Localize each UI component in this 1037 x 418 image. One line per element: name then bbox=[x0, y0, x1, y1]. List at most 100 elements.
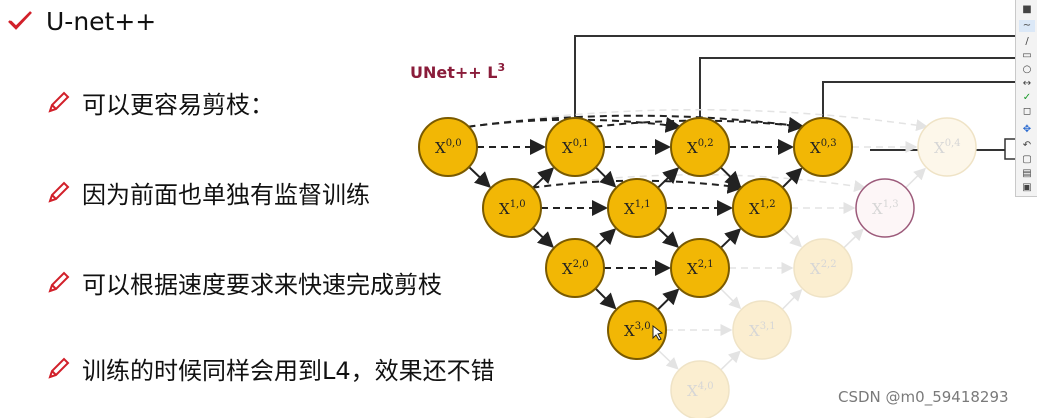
node-label: X3,1 bbox=[749, 321, 776, 340]
inactive-edge bbox=[782, 227, 802, 248]
node-circle bbox=[607, 178, 667, 238]
node-x22: X2,2 bbox=[793, 238, 853, 298]
node-label: X3,0 bbox=[624, 321, 651, 340]
node-x31: X3,1 bbox=[732, 300, 792, 360]
toolbar-icon[interactable]: ▢ bbox=[1022, 154, 1032, 165]
node-circle bbox=[732, 300, 792, 360]
toolbar-icon[interactable]: ◻ bbox=[1022, 106, 1032, 117]
upsample-edge bbox=[720, 228, 742, 249]
toolbar-icon[interactable]: ✥ bbox=[1022, 124, 1032, 135]
inactive-edge bbox=[905, 167, 926, 189]
node-circle bbox=[545, 238, 605, 298]
toolbar-icon[interactable]: ○ bbox=[1022, 64, 1032, 75]
toolbar-icon[interactable]: ■ bbox=[1022, 4, 1032, 15]
node-x01: X0,1 bbox=[545, 117, 605, 177]
node-circle bbox=[732, 178, 792, 238]
node-circle bbox=[670, 117, 730, 177]
downsample-edge bbox=[532, 227, 554, 249]
slide-title: U-net++ bbox=[46, 6, 157, 36]
toolbar-icon[interactable]: ↶ bbox=[1022, 140, 1032, 151]
downsample-edge bbox=[719, 166, 742, 188]
downsample-edge bbox=[657, 227, 679, 249]
title-row: U-net++ bbox=[6, 4, 156, 38]
node-label: X2,0 bbox=[562, 259, 589, 278]
toolbar-icon[interactable]: ✓ bbox=[1022, 92, 1032, 103]
bullet-text: 可以根据速度要求来快速完成剪枝 bbox=[82, 270, 442, 299]
node-x13: X1,3 bbox=[855, 178, 915, 238]
bullet-text: 训练的时候同样会用到L4，效果还不错 bbox=[82, 356, 495, 385]
downsample-edge bbox=[594, 287, 617, 310]
toolbar-icon[interactable]: ↔ bbox=[1022, 78, 1032, 89]
upsample-edge bbox=[656, 288, 680, 311]
pencil-icon bbox=[48, 91, 70, 113]
inactive-edge bbox=[781, 289, 803, 310]
node-label: X0,1 bbox=[562, 138, 589, 157]
node-label: X0,2 bbox=[687, 138, 714, 157]
node-x12: X1,2 bbox=[732, 178, 792, 238]
bullet-1: 可以更容易剪枝： bbox=[46, 84, 274, 120]
inactive-skip-edge bbox=[468, 108, 929, 132]
bullet-text: 因为前面也单独有监督训练 bbox=[82, 180, 370, 209]
upsample-edge bbox=[657, 167, 680, 189]
node-label: X0,4 bbox=[934, 138, 961, 157]
node-circle bbox=[545, 117, 605, 177]
checkmark-icon bbox=[8, 11, 32, 30]
pencil-icon bbox=[48, 181, 70, 203]
node-label: X1,2 bbox=[749, 199, 776, 218]
node-circle bbox=[670, 360, 730, 418]
upsample-edge bbox=[532, 167, 555, 189]
node-x03: X0,3 bbox=[793, 117, 853, 177]
node-label: X0,3 bbox=[810, 138, 837, 157]
bullet-4: 训练的时候同样会用到L4，效果还不错 bbox=[46, 350, 495, 386]
node-x10: X1,0 bbox=[482, 178, 542, 238]
inactive-edge bbox=[719, 287, 742, 310]
node-label: X2,1 bbox=[687, 259, 714, 278]
bullet-2: 因为前面也单独有监督训练 bbox=[46, 174, 370, 210]
node-label: X2,2 bbox=[810, 259, 837, 278]
node-circle bbox=[793, 117, 853, 177]
skip-edge bbox=[532, 177, 744, 194]
bullet-text: 可以更容易剪枝： bbox=[82, 90, 274, 119]
node-x00: X0,0 bbox=[418, 117, 478, 177]
upsample-edge bbox=[781, 167, 803, 189]
node-x20: X2,0 bbox=[545, 238, 605, 298]
watermark: CSDN @m0_59418293 bbox=[838, 388, 1009, 406]
pencil-icon bbox=[48, 357, 70, 379]
inactive-edge bbox=[720, 350, 741, 371]
inactive-skip-edge bbox=[532, 173, 867, 193]
toolbar-icon[interactable]: / bbox=[1025, 36, 1029, 47]
diagram-nodes: X0,0 X0,1 X0,2 X0,3 X0,4X1,0 X1,1 X1,2 X1,3X2,0… bbox=[418, 117, 977, 418]
node-x30: X3,0 bbox=[607, 300, 667, 360]
skip-edge bbox=[468, 114, 805, 133]
diagram-label: UNet++ L3 bbox=[410, 61, 505, 82]
pencil-icon bbox=[48, 271, 70, 293]
inactive-edge bbox=[657, 349, 679, 370]
cursor-icon bbox=[652, 324, 664, 341]
node-label: X1,1 bbox=[624, 199, 651, 218]
node-x40: X4,0 bbox=[670, 360, 730, 418]
diagram-edges bbox=[468, 108, 929, 371]
node-circle bbox=[607, 300, 667, 360]
node-circle bbox=[855, 178, 915, 238]
toolbar-icon[interactable]: ▣ bbox=[1022, 182, 1032, 193]
toolbar-icon[interactable]: ∼ bbox=[1019, 20, 1035, 32]
node-label: X1,3 bbox=[872, 199, 899, 218]
drawing-toolbar[interactable]: ■ ∼ / ▭ ○ ↔ ✓ ◻ ✥ ↶ ▢ ▤ ▣ bbox=[1015, 0, 1037, 197]
upsample-edge bbox=[595, 228, 617, 249]
output-lines bbox=[574, 35, 1015, 151]
node-x21: X2,1 bbox=[670, 238, 730, 298]
inactive-edge bbox=[843, 228, 864, 249]
bullet-3: 可以根据速度要求来快速完成剪枝 bbox=[46, 264, 442, 300]
node-label: X4,0 bbox=[687, 381, 714, 400]
node-circle bbox=[793, 238, 853, 298]
downsample-edge bbox=[594, 166, 617, 188]
node-circle bbox=[418, 117, 478, 177]
node-x04: X0,4 bbox=[917, 117, 977, 177]
node-x11: X1,1 bbox=[607, 178, 667, 238]
node-circle bbox=[917, 117, 977, 177]
toolbar-icon[interactable]: ▭ bbox=[1022, 50, 1032, 61]
toolbar-icon[interactable]: ▤ bbox=[1022, 168, 1032, 179]
node-label: X0,0 bbox=[435, 138, 462, 157]
node-circle bbox=[482, 178, 542, 238]
